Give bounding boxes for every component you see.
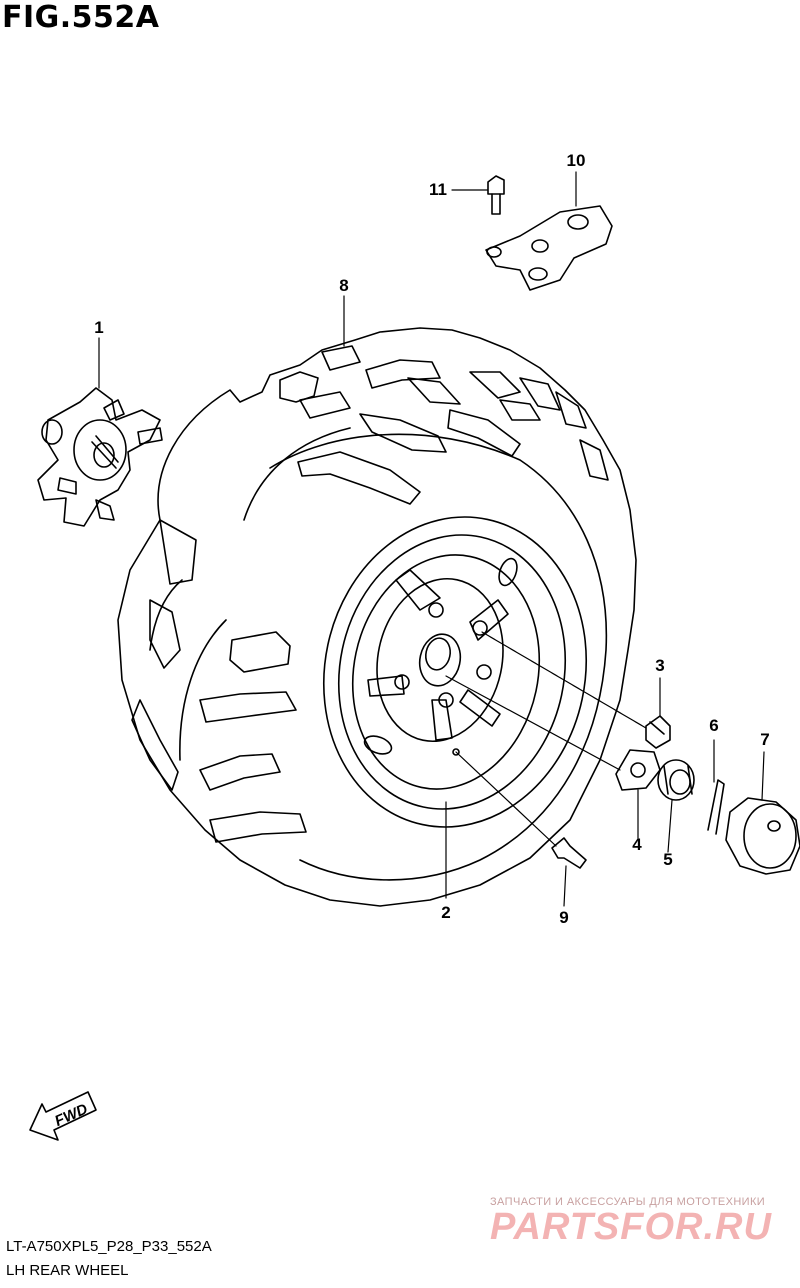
callout-7: 7 (760, 730, 770, 749)
watermark-tagline: ЗАПЧАСТИ И АКСЕССУАРЫ ДЛЯ МОТОТЕХНИКИ (490, 1196, 766, 1208)
wheel-rim (322, 516, 588, 828)
callout-5: 5 (663, 850, 673, 869)
lock-washer (615, 749, 661, 791)
section-name: LH REAR WHEEL (6, 1262, 129, 1279)
bracket (485, 205, 613, 291)
tire (117, 327, 637, 907)
figure-title: FIG.552A (2, 0, 160, 35)
model-code: LT-A750XPL5_P28_P33_552A (6, 1238, 212, 1255)
cotter-pin (707, 779, 725, 835)
callout-1: 1 (94, 318, 104, 337)
castle-nut (657, 759, 695, 801)
hub-cap (725, 797, 800, 875)
valve-stem (551, 837, 587, 869)
leader-lines (98, 171, 765, 907)
callout-6: 6 (709, 716, 719, 735)
wheel-nut (645, 715, 671, 749)
callout-2: 2 (441, 903, 451, 922)
wheel-hub (37, 387, 163, 527)
callout-4: 4 (632, 835, 642, 854)
callout-3: 3 (655, 656, 665, 675)
fwd-label: FWD (52, 1101, 90, 1130)
watermark-logo: PARTSFOR.RU (490, 1206, 772, 1248)
callout-9: 9 (559, 908, 569, 927)
callout-11: 11 (429, 180, 447, 199)
callout-8: 8 (339, 276, 349, 295)
fwd-arrow: FWD (29, 1091, 97, 1141)
bracket-bolt (487, 175, 505, 215)
callout-10: 10 (566, 151, 586, 170)
